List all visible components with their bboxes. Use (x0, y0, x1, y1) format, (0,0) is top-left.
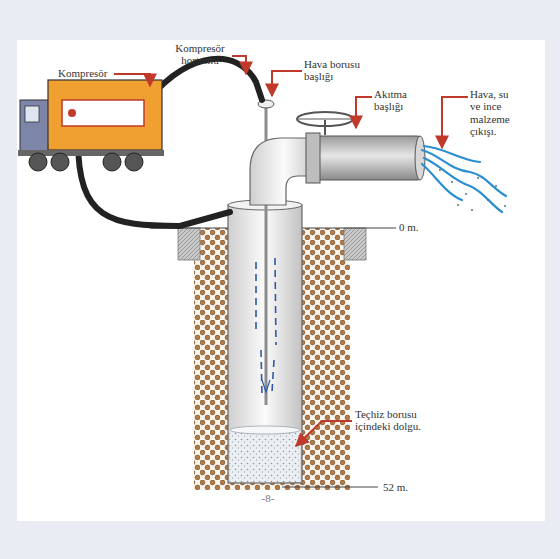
valve-stem (324, 120, 326, 135)
part-label: Kompresör hortumu (168, 42, 232, 67)
flow-lines (256, 258, 276, 395)
flow-arrow (262, 380, 270, 392)
depth-label: 52 m. (383, 481, 423, 493)
surface-casing (344, 228, 366, 260)
part-label: Akıtma başlığı (374, 88, 430, 113)
compressor-panel (62, 100, 144, 126)
part-label: Kompresör (58, 67, 120, 79)
part-label: Hava, su ve ince malzeme çıkışı. (470, 88, 520, 137)
part-label: Teçhiz borusu içindeki dolgu. (355, 408, 451, 433)
water-spray (422, 146, 506, 212)
casing-fill (230, 430, 301, 482)
compressor-body (48, 80, 162, 150)
frame-panel (17, 40, 545, 521)
depth-label: 0 m. (399, 221, 439, 233)
truck-wheels (29, 153, 143, 171)
part-label: Hava borusu başlığı (304, 58, 366, 83)
truck-cab (20, 100, 52, 152)
page-number: -8- (256, 492, 280, 504)
spray-particles (439, 169, 506, 211)
leader-lines (114, 56, 468, 446)
valve-spoke (297, 119, 353, 120)
cab-window (25, 106, 39, 122)
surface-casing (178, 228, 200, 260)
fill-surface (230, 426, 300, 434)
valve-wheel (297, 112, 353, 126)
flange (306, 133, 320, 183)
depth-line (282, 487, 378, 488)
hose-outlet (68, 109, 76, 117)
discharge-head (316, 136, 420, 180)
